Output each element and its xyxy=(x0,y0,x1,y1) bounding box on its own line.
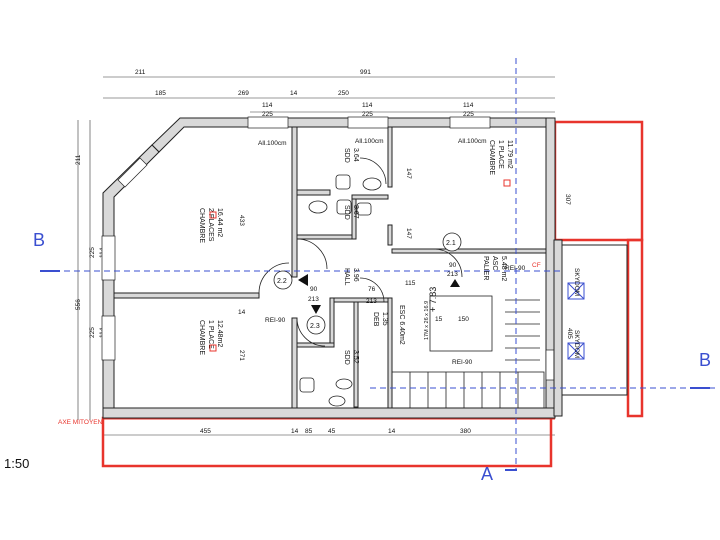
level-label: + 7.83 xyxy=(428,287,438,312)
dim-bottom-14: 14 xyxy=(291,428,299,435)
dim-307: 307 xyxy=(564,194,571,205)
dim-bottom-455: 455 xyxy=(200,428,211,435)
door-90a: 90 xyxy=(310,286,318,293)
dim-left-225: 225 xyxy=(89,247,96,258)
scale-label: 1:50 xyxy=(4,456,30,471)
palier-name: PALIER xyxy=(482,256,489,280)
dim-bottom-45: 45 xyxy=(328,428,336,435)
sdd1-area: 3.64 xyxy=(352,148,359,162)
stair-spec: 17M x 26 x 16.9 xyxy=(424,301,430,340)
dim-bottom-85: 85 xyxy=(305,428,313,435)
dim-left-225b: 225 xyxy=(89,327,96,338)
rei-label-1: REI-90 xyxy=(265,317,286,324)
chambre2-name: CHAMBRE xyxy=(198,320,205,355)
dim-433: 433 xyxy=(238,215,245,226)
dim-147a: 147 xyxy=(405,168,412,179)
alu-label-3: All.100cm xyxy=(458,138,487,145)
chambre1-area: 16.44 m2 xyxy=(216,208,223,237)
axe-mitoyen-label: AXE MITOYEN xyxy=(58,419,103,426)
section-lines xyxy=(40,58,715,471)
door-90b: 90 xyxy=(449,262,457,269)
interior-walls xyxy=(113,126,563,417)
circle-tags: 2.1 2.2 2.3 xyxy=(273,232,462,335)
door-213b: 213 xyxy=(447,271,458,278)
dim-win2-225: 225 xyxy=(362,111,373,118)
section-b-left-label: B xyxy=(33,230,45,250)
dim-win1-114: 114 xyxy=(262,102,273,109)
dim-top-991: 991 xyxy=(360,69,371,76)
deb-name: DEB xyxy=(372,312,379,327)
fixtures xyxy=(299,174,382,407)
room-labels: CHAMBRE 2 PLACES 16.44 m2 CHAMBRE 1 PLAC… xyxy=(198,140,513,365)
dim-top-185: 185 xyxy=(155,90,166,97)
sdd1-name: SDD xyxy=(343,148,350,163)
dim-147b: 147 xyxy=(405,228,412,239)
chambre3-name: CHAMBRE xyxy=(488,140,495,175)
dim-76: 76 xyxy=(368,286,376,293)
sdd3-area: 3.52 xyxy=(352,350,359,364)
svg-text:2.1: 2.1 xyxy=(446,240,456,247)
door-swings xyxy=(258,157,463,347)
dim-bottom-14b: 14 xyxy=(388,428,396,435)
alu-label-1: All.100cm xyxy=(258,140,287,147)
dim-win3-114: 114 xyxy=(463,102,474,109)
sdd2-name: SDD xyxy=(343,205,350,220)
dim-150: 150 xyxy=(458,316,469,323)
tag-2-2 xyxy=(273,270,293,290)
rei-label-2: REI-90 xyxy=(505,265,526,272)
dim-left-556: 556 xyxy=(75,299,82,310)
palier-area: 5.48 m2 xyxy=(500,256,507,281)
dim-14: 14 xyxy=(238,309,246,316)
smoke-detectors xyxy=(209,179,511,352)
dim-win1-225: 225 xyxy=(262,111,273,118)
section-b-right-label: B xyxy=(699,350,711,370)
chambre1-name: CHAMBRE xyxy=(198,208,205,243)
svg-text:2.3: 2.3 xyxy=(310,323,320,330)
alu-label-2: All.100cm xyxy=(355,138,384,145)
rei-label-3: REI-90 xyxy=(452,359,473,366)
dim-271: 271 xyxy=(238,350,245,361)
door-213a: 213 xyxy=(308,296,319,303)
palier-sub: ASC xyxy=(491,256,498,270)
deb-area: 1.35 xyxy=(381,312,388,326)
hall-area: 3.96 xyxy=(352,268,359,282)
annex xyxy=(561,244,628,396)
dim-top-269: 269 xyxy=(238,90,249,97)
cf-label: CF xyxy=(532,262,541,269)
dim-213: 213 xyxy=(366,298,377,305)
dim-115: 115 xyxy=(405,280,416,287)
smoke-label-2: SKYDOM xyxy=(573,330,580,358)
dim-15: 15 xyxy=(435,316,443,323)
dim-win2-114: 114 xyxy=(362,102,373,109)
dim-top-250: 250 xyxy=(338,90,349,97)
direction-arrows xyxy=(298,274,460,314)
stairs xyxy=(391,295,545,409)
dim-405: 405 xyxy=(566,328,573,339)
section-a-label: A xyxy=(481,464,493,484)
hall-name: HALL xyxy=(343,268,350,286)
skylight-1 xyxy=(567,282,585,300)
chambre1-sub: 2 PLACES xyxy=(207,208,214,242)
svg-text:2.2: 2.2 xyxy=(277,278,287,285)
tag-2-1 xyxy=(442,232,462,252)
dim-win3-225: 225 xyxy=(463,111,474,118)
esc-name: ESC 6.40m2 xyxy=(398,305,405,345)
tag-2-3 xyxy=(306,315,326,335)
misc-labels: REI-90 REI-90 REI-90 All.100cm All.100cm… xyxy=(238,138,580,366)
chambre3-area: 11.79 m2 xyxy=(506,140,513,169)
chambre2-area: 12.48m2 xyxy=(216,320,223,347)
dimension-lines xyxy=(77,76,555,436)
dim-left-211: 211 xyxy=(75,154,82,165)
dim-bottom-380: 380 xyxy=(460,428,471,435)
skylight-2 xyxy=(567,342,585,360)
dim-top-14: 14 xyxy=(290,90,298,97)
sdd2-area: 3.67 xyxy=(352,205,359,219)
smoke-label-1: SKYDOM xyxy=(573,268,580,296)
chambre2-sub: 1 PLACE xyxy=(207,320,214,349)
chambre3-sub: 1 PLACE xyxy=(497,140,504,169)
sdd3-name: SDD xyxy=(343,350,350,365)
dim-top-211: 211 xyxy=(135,69,146,76)
